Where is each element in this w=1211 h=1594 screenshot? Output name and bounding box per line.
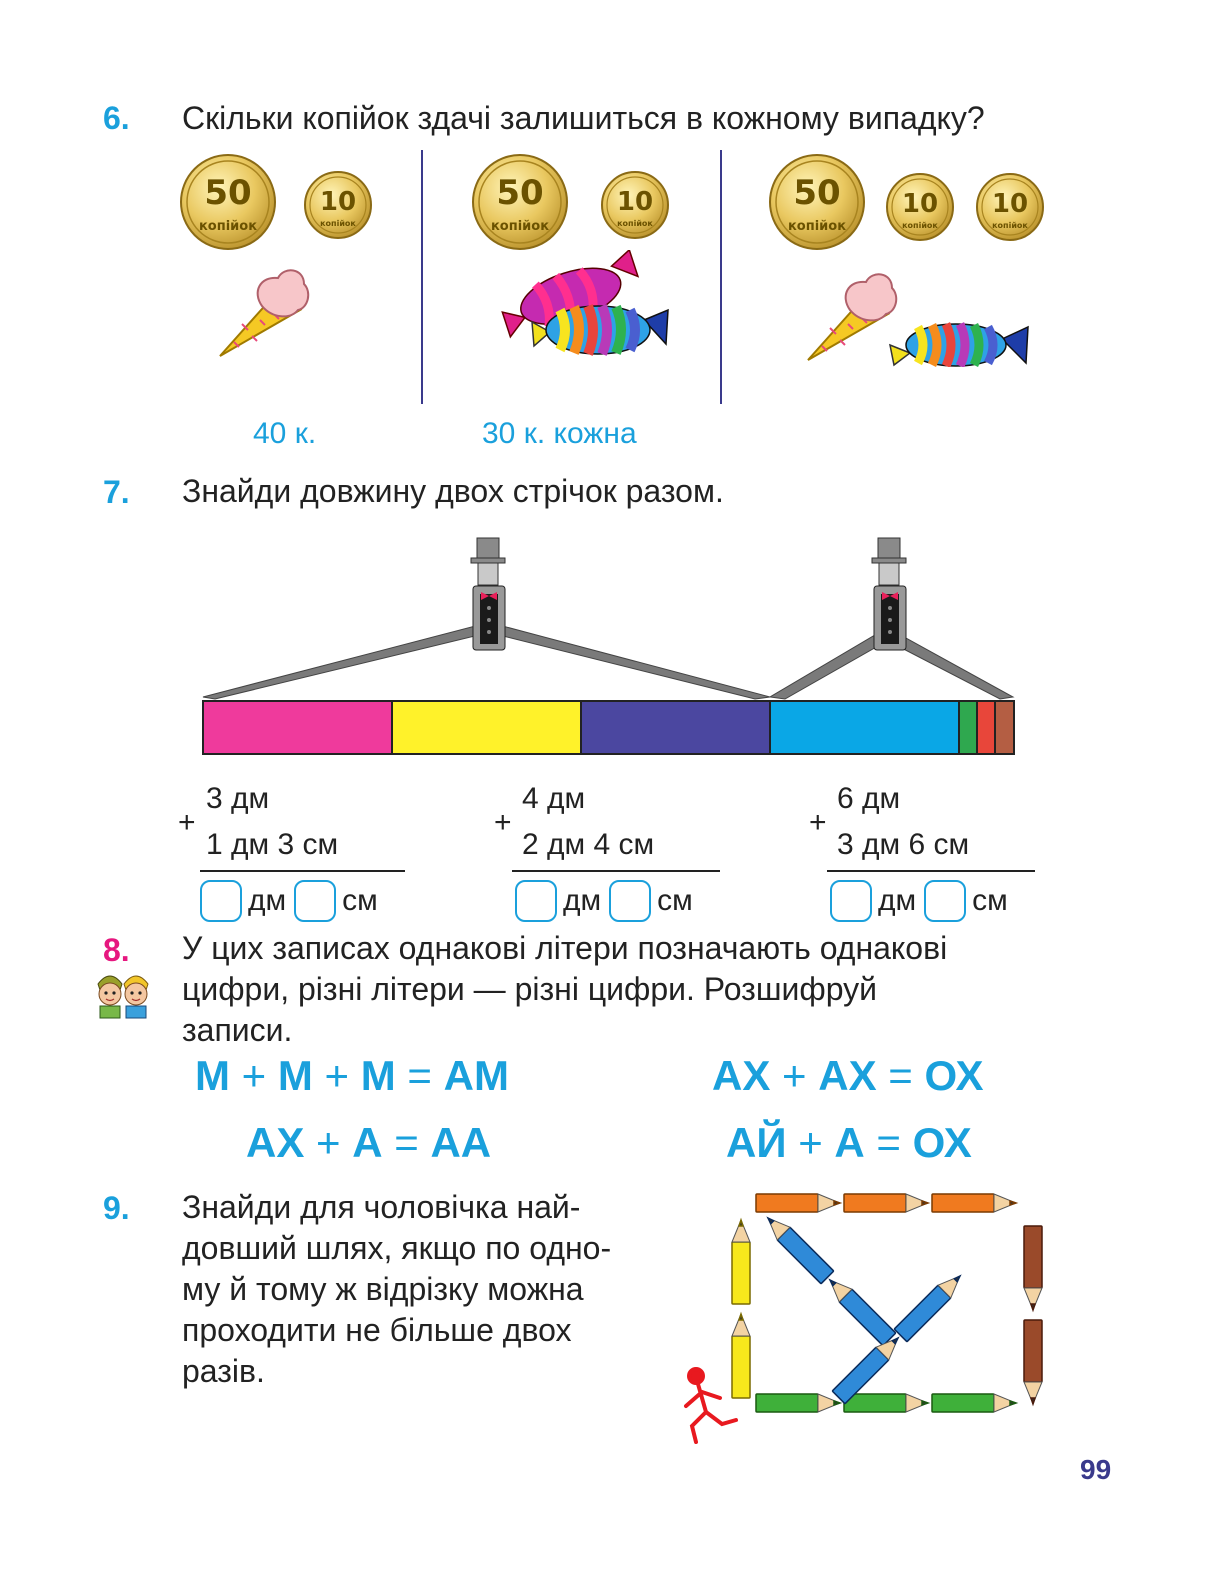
addend: 6 дм xyxy=(837,782,901,815)
answer-box[interactable] xyxy=(294,880,337,922)
coin-50-icon: 50 копійок xyxy=(769,154,865,250)
sum-line xyxy=(512,870,720,872)
task-line: Знайди для чоловічка най- xyxy=(182,1189,581,1225)
task-line: цифри, різні літери — різні цифри. Розши… xyxy=(182,971,878,1007)
addend: 1 дм 3 см xyxy=(206,828,339,861)
answer-row: дм см xyxy=(515,880,701,922)
task-number: 7. xyxy=(103,474,130,510)
unit-label: дм xyxy=(878,884,917,917)
price-label: 30 к. кожна xyxy=(482,417,637,450)
svg-text:копійок: копійок xyxy=(320,218,356,228)
plus-sign: + xyxy=(178,806,196,839)
ice-cream-icon xyxy=(807,273,898,361)
svg-text:копійок: копійок xyxy=(199,219,257,234)
cryptarithm: М + М + М = АМ xyxy=(195,1052,509,1099)
column-addition: + 4 дм 2 дм 4 см xyxy=(494,782,724,922)
svg-text:копійок: копійок xyxy=(992,220,1028,230)
answer-box[interactable] xyxy=(200,880,242,922)
answer-box[interactable] xyxy=(924,880,967,922)
svg-text:10: 10 xyxy=(617,187,653,217)
plus-sign: + xyxy=(494,806,512,839)
answer-box[interactable] xyxy=(830,880,872,922)
unit-label: дм xyxy=(248,884,287,917)
svg-text:50: 50 xyxy=(496,173,543,213)
coin-10-icon: 10 копійок xyxy=(304,171,372,239)
divider xyxy=(720,150,722,404)
column-addition: + 3 дм 1 дм 3 см xyxy=(178,782,408,922)
task-question: Знайди довжину двох стрічок разом. xyxy=(182,473,724,509)
sum-line xyxy=(827,870,1035,872)
divider xyxy=(421,150,423,404)
unit-label: дм xyxy=(563,884,602,917)
unit-label: см xyxy=(342,884,378,917)
kids-icon xyxy=(97,975,149,1019)
character-icon xyxy=(871,537,907,651)
addend: 3 дм 6 см xyxy=(837,828,970,861)
unit-label: см xyxy=(657,884,693,917)
ice-cream-icon xyxy=(219,269,310,357)
candy-icon xyxy=(501,250,669,356)
plus-sign: + xyxy=(809,806,827,839)
page-number: 99 xyxy=(1080,1454,1112,1485)
coin-10-icon: 10 копійок xyxy=(601,171,669,239)
task-line: записи. xyxy=(182,1012,293,1048)
answer-row: дм см xyxy=(830,880,1016,922)
pencil-puzzle[interactable] xyxy=(680,1180,1060,1455)
coin-10-icon: 10 копійок xyxy=(976,173,1044,241)
task-line: разів. xyxy=(182,1353,265,1389)
answer-box[interactable] xyxy=(609,880,652,922)
task-question: Скільки копійок здачі залишиться в кожно… xyxy=(182,100,985,136)
character-icon xyxy=(470,537,506,651)
svg-text:10: 10 xyxy=(902,189,938,219)
svg-text:50: 50 xyxy=(793,173,840,213)
svg-text:копійок: копійок xyxy=(491,219,549,234)
answer-box[interactable] xyxy=(515,880,557,922)
addend: 3 дм xyxy=(206,782,270,815)
coin-50-icon: 50 копійок xyxy=(180,154,276,250)
answer-row: дм см xyxy=(200,880,386,922)
cryptarithm: АЙ + А = ОХ xyxy=(726,1119,972,1166)
svg-text:копійок: копійок xyxy=(617,218,653,228)
sum-line xyxy=(200,870,405,872)
task-number: 9. xyxy=(103,1190,130,1226)
ribbon-illustration xyxy=(202,537,1015,755)
task-number: 8. xyxy=(103,932,130,968)
task-line: довший шлях, якщо по одно- xyxy=(182,1230,612,1266)
unit-label: см xyxy=(972,884,1008,917)
cryptarithm: АХ + АХ = ОХ xyxy=(712,1052,984,1099)
cryptarithm: АХ + А = АА xyxy=(246,1119,492,1166)
stick-man-icon xyxy=(684,1367,738,1444)
task-number: 6. xyxy=(103,100,130,136)
svg-text:копійок: копійок xyxy=(788,219,846,234)
coin-50-icon: 50 копійок xyxy=(472,154,568,250)
task-line: проходити не більше двох xyxy=(182,1312,572,1348)
task-line: му й тому ж відрізку можна xyxy=(182,1271,584,1307)
addend: 2 дм 4 см xyxy=(522,828,655,861)
candy-icon xyxy=(888,322,1029,367)
coin-10-icon: 10 копійок xyxy=(886,173,954,241)
column-addition: + 6 дм 3 дм 6 см xyxy=(809,782,1039,922)
svg-text:10: 10 xyxy=(320,187,356,217)
svg-text:50: 50 xyxy=(204,173,251,213)
task-line: У цих записах однакові літери позначають… xyxy=(182,930,948,966)
addend: 4 дм xyxy=(522,782,586,815)
svg-text:копійок: копійок xyxy=(902,220,938,230)
svg-text:10: 10 xyxy=(992,189,1028,219)
price-label: 40 к. xyxy=(253,417,317,450)
